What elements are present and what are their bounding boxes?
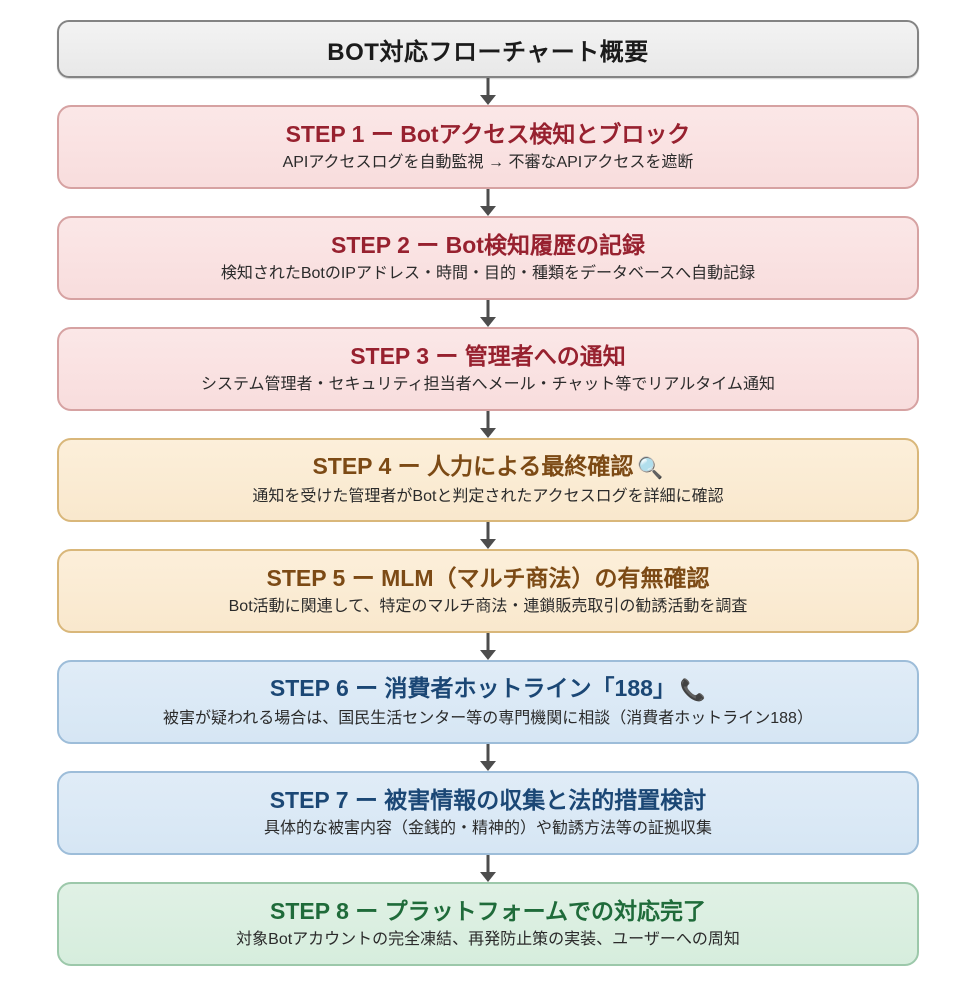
- arrow-shaft: [486, 411, 490, 430]
- step-description: 具体的な被害内容（金銭的・精神的）や勧誘方法等の証拠収集: [263, 820, 712, 838]
- flowchart-title-box: BOT対応フローチャート概要: [57, 20, 919, 78]
- flow-arrow-connector: [57, 189, 919, 216]
- step-heading: STEP 8 ー プラットフォームでの対応完了: [270, 898, 706, 925]
- arrow-head-down-icon: [480, 539, 496, 549]
- flow-arrow-connector: [57, 522, 919, 549]
- step-heading-text: STEP 4 ー 人力による最終確認: [312, 453, 634, 480]
- step-heading-text: STEP 5 ー MLM（マルチ商法）の有無確認: [266, 564, 710, 591]
- step-description: 対象Botアカウントの完全凍結、再発防止策の実装、ユーザーへの周知: [236, 931, 740, 949]
- step-description: APIアクセスログを自動監視 → 不審なAPIアクセスを遮断: [282, 154, 694, 172]
- arrow-head-down-icon: [480, 428, 496, 438]
- page-title: BOT対応フローチャート概要: [327, 38, 649, 66]
- step-heading-text: STEP 7 ー 被害情報の収集と法的措置検討: [269, 786, 707, 813]
- step-description: システム管理者・セキュリティ担当者へメール・チャット等でリアルタイム通知: [201, 376, 775, 394]
- flow-arrow-connector: [57, 744, 919, 771]
- flow-step-box-5[interactable]: STEP 5 ー MLM（マルチ商法）の有無確認 Bot活動に関連して、特定のマル…: [57, 549, 919, 633]
- step-heading: STEP 1 ー Botアクセス検知とブロック: [286, 121, 691, 148]
- flow-step-box-6[interactable]: STEP 6 ー 消費者ホットライン「188」📞 被害が疑われる場合は、国民生活セ…: [57, 660, 919, 744]
- flow-arrow-connector: [57, 633, 919, 660]
- arrow-head-down-icon: [480, 317, 496, 327]
- step-description: 通知を受けた管理者がBotと判定されたアクセスログを詳細に確認: [252, 487, 724, 505]
- step-description: Bot活動に関連して、特定のマルチ商法・連鎖販売取引の勧誘活動を調査: [228, 598, 748, 616]
- step-heading-text: STEP 2 ー Bot検知履歴の記録: [331, 231, 645, 258]
- step-heading: STEP 5 ー MLM（マルチ商法）の有無確認: [267, 565, 710, 592]
- arrow-shaft: [486, 189, 490, 208]
- flow-step-box-1[interactable]: STEP 1 ー Botアクセス検知とブロック APIアクセスログを自動監視 → …: [57, 105, 919, 189]
- step-heading: STEP 4 ー 人力による最終確認🔍: [312, 453, 663, 482]
- step-heading-text: STEP 1 ー Botアクセス検知とブロック: [285, 120, 691, 147]
- telephone-receiver-icon: 📞: [679, 679, 707, 703]
- flow-arrow-connector: [57, 855, 919, 882]
- flow-arrow-connector: [57, 78, 919, 105]
- arrow-shaft: [486, 522, 490, 541]
- arrow-shaft: [486, 855, 490, 874]
- arrow-head-down-icon: [480, 206, 496, 216]
- flow-step-box-3[interactable]: STEP 3 ー 管理者への通知システム管理者・セキュリティ担当者へメール・チャ…: [57, 327, 919, 411]
- step-heading-text: STEP 3 ー 管理者への通知: [350, 342, 626, 369]
- step-heading: STEP 7 ー 被害情報の収集と法的措置検討: [270, 787, 707, 814]
- step-description: 被害が疑われる場合は、国民生活センター等の専門機関に相談（消費者ホットライン18…: [163, 709, 813, 727]
- arrow-shaft: [486, 78, 490, 97]
- step-description: 検知されたBotのIPアドレス・時間・目的・種類をデータベースへ自動記録: [220, 265, 756, 283]
- step-heading-text: STEP 6 ー 消費者ホットライン「188」: [269, 675, 676, 702]
- flow-arrow-connector: [57, 300, 919, 327]
- magnifying-glass-icon: 🔍: [637, 457, 664, 481]
- flow-step-box-7[interactable]: STEP 7 ー 被害情報の収集と法的措置検討具体的な被害内容（金銭的・精神的）…: [57, 771, 919, 855]
- flow-step-box-4[interactable]: STEP 4 ー 人力による最終確認🔍 通知を受けた管理者がBotと判定されたアク…: [57, 438, 919, 522]
- step-heading: STEP 6 ー 消費者ホットライン「188」📞: [270, 675, 706, 704]
- arrow-head-down-icon: [480, 650, 496, 660]
- step-heading-text: STEP 8 ー プラットフォームでの対応完了: [270, 897, 706, 924]
- step-heading: STEP 2 ー Bot検知履歴の記録: [331, 232, 645, 259]
- arrow-shaft: [486, 300, 490, 319]
- arrow-shaft: [486, 744, 490, 763]
- step-heading: STEP 3 ー 管理者への通知: [350, 343, 626, 370]
- flow-step-box-8[interactable]: STEP 8 ー プラットフォームでの対応完了対象Botアカウントの完全凍結、再…: [57, 882, 919, 966]
- arrow-head-down-icon: [480, 872, 496, 882]
- flow-arrow-connector: [57, 411, 919, 438]
- arrow-head-down-icon: [480, 95, 496, 105]
- arrow-shaft: [486, 633, 490, 652]
- flow-step-box-2[interactable]: STEP 2 ー Bot検知履歴の記録検知されたBotのIPアドレス・時間・目的…: [57, 216, 919, 300]
- arrow-head-down-icon: [480, 761, 496, 771]
- flowchart-steps-container: STEP 1 ー Botアクセス検知とブロック APIアクセスログを自動監視 → …: [57, 78, 919, 966]
